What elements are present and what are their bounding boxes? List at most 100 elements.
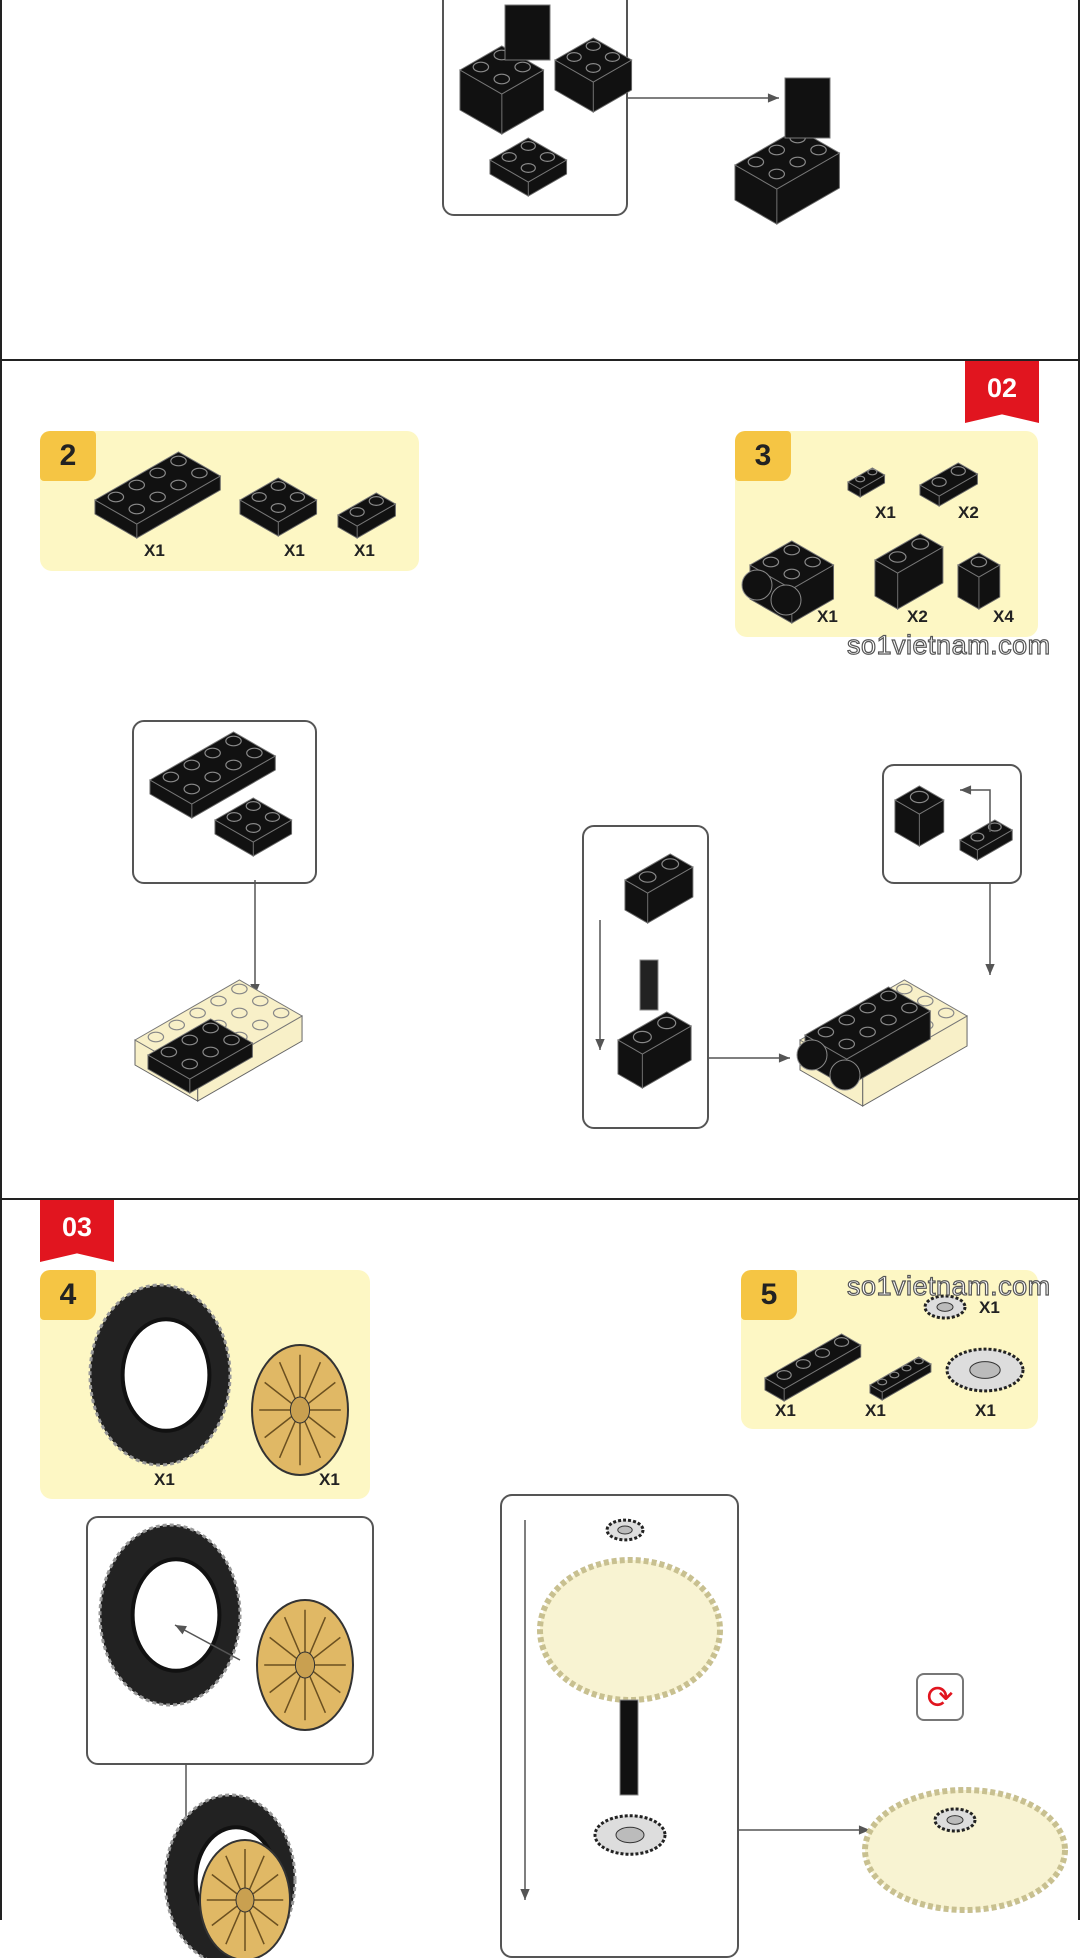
stud (368, 496, 384, 507)
stud (950, 466, 966, 477)
part-quantity: X1 (144, 541, 165, 560)
wheel (741, 569, 773, 601)
stud (901, 1002, 918, 1014)
stud (514, 61, 531, 73)
stud (270, 481, 286, 492)
stud (909, 790, 929, 804)
rim-hub (235, 1887, 255, 1913)
tire-inner (120, 1317, 212, 1433)
arrow-head (960, 785, 972, 795)
stud (937, 1007, 955, 1019)
plate-part (488, 137, 568, 183)
stud (632, 1030, 652, 1044)
stud (859, 1002, 876, 1014)
wedge-plate (213, 797, 293, 843)
bracket-plate (784, 77, 831, 139)
stud (804, 556, 821, 568)
stud (604, 51, 621, 62)
technic-pin (639, 959, 659, 1011)
rim-hub (289, 1396, 311, 1424)
stud (246, 747, 263, 759)
rotate-icon: ⟳ (916, 1673, 964, 1721)
part-quantity: X4 (993, 607, 1014, 626)
stud (289, 492, 306, 503)
brick-part (803, 986, 932, 1060)
stud (539, 152, 556, 163)
stud (817, 1026, 835, 1038)
stud (657, 1016, 677, 1030)
section-tag-03: 03 (40, 1200, 114, 1262)
stud (520, 163, 536, 174)
stud (901, 1364, 912, 1372)
part-quantity: X1 (154, 1470, 175, 1489)
stud (783, 568, 801, 580)
part-quantity: X1 (354, 541, 375, 560)
brick-part (553, 37, 633, 83)
step-number: 2 (40, 431, 96, 481)
stud (170, 455, 187, 467)
stud (661, 858, 680, 870)
stud (838, 1038, 856, 1050)
brick-part (733, 128, 841, 190)
section-divider (0, 1198, 1080, 1200)
arrow-head (595, 1038, 605, 1050)
stud (223, 1034, 240, 1046)
part-quantity: X2 (907, 607, 928, 626)
stud (183, 783, 201, 795)
stud (783, 544, 801, 556)
arrow-head (778, 1053, 790, 1063)
wheel (796, 1039, 828, 1071)
part-quantity: X1 (775, 1401, 796, 1420)
arrow-head (985, 963, 995, 975)
stud (776, 1369, 792, 1380)
arrow-head (520, 1888, 530, 1900)
stud (638, 871, 657, 883)
step-number: 5 (741, 1270, 797, 1320)
stud (888, 551, 907, 563)
part-quantity: X1 (319, 1470, 340, 1489)
brick-with-wheels (748, 540, 835, 590)
stud (270, 503, 286, 514)
stud (107, 491, 125, 503)
stud (168, 1019, 186, 1031)
part-quantity: X1 (865, 1401, 886, 1420)
stud (202, 1022, 219, 1034)
stud (349, 507, 365, 518)
plate-2x4 (93, 451, 222, 525)
stud (814, 1347, 831, 1358)
part-quantity: X1 (817, 607, 838, 626)
section-tag-02: 02 (965, 361, 1039, 423)
section-divider (0, 359, 1080, 361)
stud (128, 503, 146, 515)
stud (183, 759, 201, 771)
stud (225, 735, 242, 747)
stud (181, 1034, 199, 1046)
stud (889, 1371, 900, 1379)
stud (128, 479, 146, 491)
stud (162, 771, 180, 783)
gear-hub (946, 1815, 964, 1825)
gear-hub (969, 1361, 1001, 1379)
stud (795, 1358, 811, 1369)
stud (245, 800, 261, 811)
stud (191, 467, 208, 479)
arrow-head (767, 93, 779, 103)
stud (251, 492, 267, 503)
stud (147, 1031, 165, 1043)
stud (917, 995, 934, 1007)
stud (231, 983, 248, 995)
stud (838, 1014, 856, 1026)
ghost-tire (537, 1557, 723, 1703)
stud (880, 990, 897, 1002)
tire-inner (130, 1557, 222, 1673)
stud (911, 538, 930, 550)
step-number: 4 (40, 1270, 96, 1320)
stud (913, 1357, 924, 1365)
stud (149, 467, 166, 479)
stud (833, 1336, 850, 1347)
part-quantity: X1 (875, 503, 896, 522)
stud (210, 995, 227, 1007)
stud (202, 1046, 219, 1058)
stud (877, 1378, 888, 1386)
stud (204, 747, 221, 759)
